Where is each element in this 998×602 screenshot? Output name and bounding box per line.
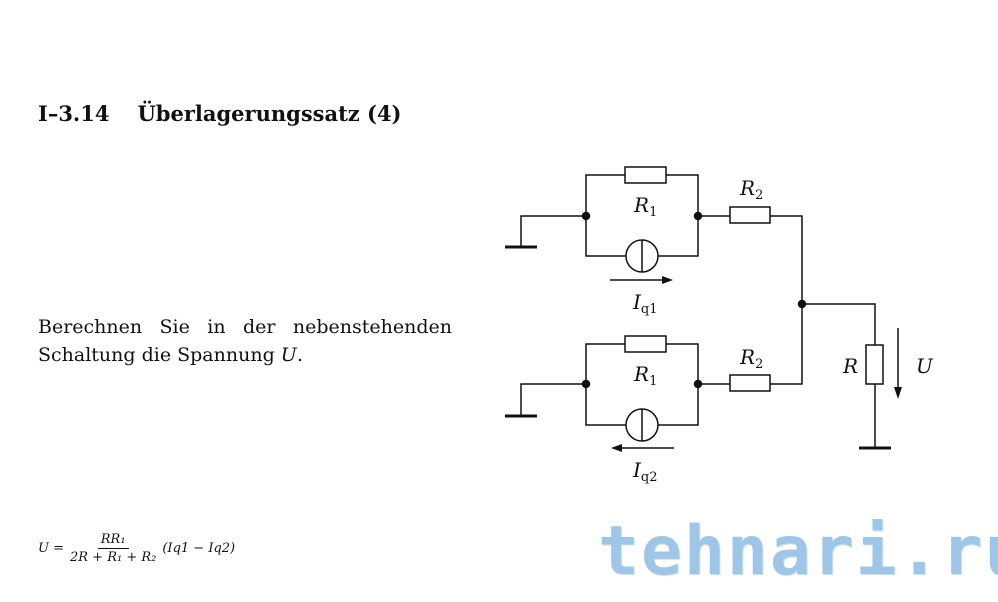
resistor-r1-top [624, 166, 667, 184]
task-sentence: Berechnen Sie in der nebenstehenden Scha… [38, 316, 452, 366]
wire [802, 303, 876, 345]
label-iq2: Iq2 [632, 458, 658, 485]
task-period: . [296, 344, 303, 366]
wire [658, 343, 699, 426]
wire [585, 343, 625, 384]
formula-denominator: 2R + R₁ + R₂ [69, 550, 157, 565]
top-branch [505, 166, 803, 385]
node-dot [581, 211, 591, 221]
problem-heading: Überlagerungssatz (4) [137, 101, 402, 126]
arrow-head-icon [894, 387, 902, 399]
task-text: Berechnen Sie in der nebenstehenden Scha… [38, 313, 452, 369]
resistor-r2-bottom [729, 374, 771, 392]
arrow-head-icon [611, 444, 622, 452]
wire [585, 216, 626, 257]
label-r2-bottom: R2 [739, 345, 763, 372]
label-r-load: R [842, 354, 858, 378]
formula-lhs: U = [38, 541, 64, 556]
wire [770, 215, 803, 385]
label-u: U [916, 354, 934, 378]
label-r1-top: R1 [633, 193, 657, 220]
problem-number: I–3.14 [38, 101, 110, 126]
solution-formula: U = RR₁ 2R + R₁ + R₂ (Iq1 − Iq2) [38, 532, 235, 565]
label-iq1: Iq1 [632, 290, 658, 317]
load-branch [797, 299, 902, 450]
wire [658, 174, 699, 257]
arrow-head-icon [662, 276, 673, 284]
formula-numerator: RR₁ [97, 532, 129, 549]
wire [520, 383, 586, 416]
formula-fraction: RR₁ 2R + R₁ + R₂ [70, 532, 156, 565]
formula-factor: (Iq1 − Iq2) [162, 541, 236, 556]
wire [585, 174, 625, 216]
resistor-r1-bottom [624, 335, 667, 353]
node-dot [581, 379, 591, 389]
wire [585, 384, 626, 426]
problem-title: I–3.14 Überlagerungssatz (4) [38, 101, 402, 126]
watermark-logo: tehnari.ru [598, 512, 998, 591]
task-variable: U [280, 344, 297, 366]
wire [520, 215, 586, 247]
label-r1-bottom: R1 [633, 362, 657, 389]
resistor-r2-top [729, 206, 771, 224]
label-r2-top: R2 [739, 176, 763, 203]
resistor-r-load [865, 344, 884, 385]
bottom-branch [505, 335, 771, 452]
